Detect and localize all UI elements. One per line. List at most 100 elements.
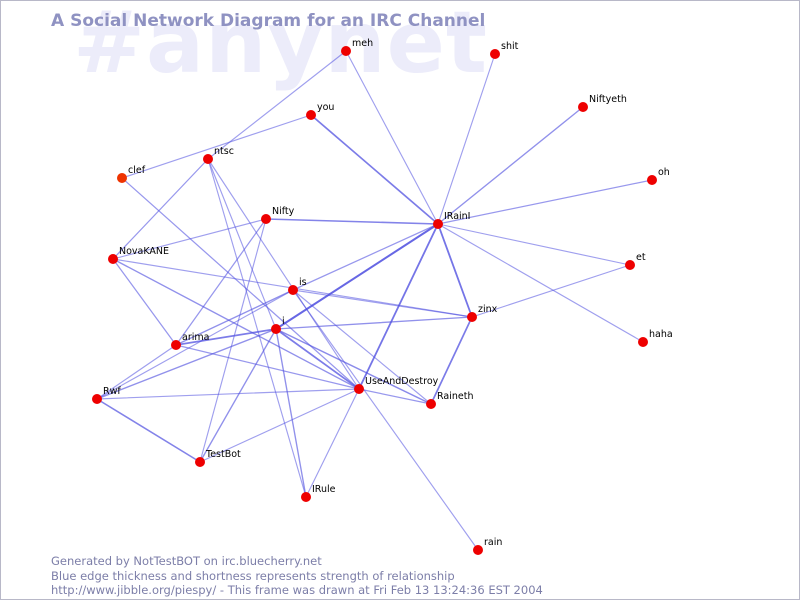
channel-watermark: #anynet (73, 0, 489, 93)
edge-zinx-i (275, 316, 473, 330)
edge-is-Rwf (96, 289, 294, 400)
edge-ntsc-IRule (207, 158, 307, 498)
edge-IRainI-i (274, 222, 440, 331)
edge-i-Rwf (96, 328, 277, 400)
footer-generator: Generated by NotTestBOT on irc.bluecherr… (51, 554, 322, 568)
edge-IRainI-zinx (437, 223, 473, 318)
node-marker (301, 492, 311, 502)
edge-is-Raineth (292, 289, 432, 405)
node-shit: shit (490, 41, 519, 59)
node-marker (203, 154, 213, 164)
edge-IRainI-shit (437, 53, 496, 225)
node-label: TestBot (205, 449, 241, 460)
node-label: Rwf (103, 386, 121, 397)
node-marker (261, 214, 271, 224)
edge-Rwf-TestBot (96, 398, 201, 463)
node-label: Niftyeth (589, 94, 627, 105)
node-Nifty: Nifty (261, 206, 295, 224)
node-marker (92, 394, 102, 404)
node-UseAndDestroy: UseAndDestroy (354, 376, 439, 394)
edge-is-arima (175, 289, 294, 346)
edge-Nifty-NovaKANE (112, 218, 267, 260)
edge-UseAndDestroy-Raineth (358, 388, 432, 405)
node-marker (473, 545, 483, 555)
node-marker (306, 110, 316, 120)
node-label: ntsc (214, 146, 234, 157)
edge-IRainI-haha (437, 223, 644, 343)
edge-ntsc-NovaKANE (112, 158, 209, 260)
node-is: is (288, 277, 307, 295)
node-marker (647, 175, 657, 185)
footer-legend-note: Blue edge thickness and shortness repres… (51, 568, 455, 583)
edge-IRainI-et (437, 223, 631, 266)
node-arima: arima (171, 332, 209, 350)
node-label: Raineth (437, 391, 473, 402)
node-marker (625, 260, 635, 270)
node-marker (195, 457, 205, 467)
edge-NovaKANE-arima (112, 258, 177, 346)
edge-i-arima (175, 328, 277, 346)
node-marker (490, 49, 500, 59)
footer-credit: http://www.jibble.org/piespy/ - This fra… (51, 583, 543, 597)
node-label: et (636, 252, 646, 263)
node-IRainI: IRainI (433, 211, 470, 229)
edge-IRainI-UseAndDestroy (358, 223, 439, 390)
edge-zinx-et (471, 264, 631, 318)
node-Raineth: Raineth (426, 391, 473, 409)
edge-i-Raineth (275, 328, 432, 405)
edge-UseAndDestroy-IRule (305, 388, 360, 498)
node-marker (117, 173, 127, 183)
node-marker (638, 337, 648, 347)
edge-you-clef (121, 114, 312, 179)
edge-is-rain (292, 289, 479, 551)
node-i: i (271, 316, 285, 334)
edge-NovaKANE-UseAndDestroy (112, 258, 360, 390)
node-label: oh (658, 167, 670, 178)
node-oh: oh (647, 167, 670, 185)
edge-arima-Rwf (96, 344, 177, 400)
footer: Generated by NotTestBOT on irc.bluecherr… (51, 554, 543, 598)
node-rain: rain (473, 537, 502, 555)
node-marker (288, 285, 298, 295)
edge-IRainI-is (292, 223, 439, 291)
node-haha: haha (638, 329, 673, 347)
node-label: clef (128, 165, 146, 176)
node-marker (467, 312, 477, 322)
edge-Nifty-arima (175, 218, 267, 346)
node-label: IRule (312, 484, 336, 495)
node-label: Nifty (272, 206, 295, 217)
edge-clef-UseAndDestroy (121, 177, 360, 390)
node-marker (271, 324, 281, 334)
edge-layer (96, 50, 653, 551)
node-you: you (306, 102, 334, 120)
edge-arima-UseAndDestroy (175, 344, 360, 390)
node-marker (433, 219, 443, 229)
edge-Nifty-TestBot (199, 218, 267, 463)
node-label: rain (484, 537, 502, 548)
node-clef: clef (117, 165, 146, 183)
node-marker (171, 340, 181, 350)
diagram-title: A Social Network Diagram for an IRC Chan… (51, 11, 486, 31)
edge-i-TestBot (199, 328, 277, 463)
node-Niftyeth: Niftyeth (578, 94, 627, 112)
edge-zinx-Raineth (430, 316, 473, 405)
node-zinx: zinx (467, 304, 498, 322)
edge-IRainI-Nifty (265, 218, 439, 225)
edge-Rwf-UseAndDestroy (96, 388, 360, 400)
node-marker (578, 102, 588, 112)
node-label: haha (649, 329, 673, 340)
node-label: is (299, 277, 307, 288)
node-label: arima (182, 332, 209, 343)
node-et: et (625, 252, 646, 270)
node-IRule: IRule (301, 484, 336, 502)
edge-IRainI-oh (437, 179, 653, 225)
edge-IRainI-you (310, 114, 439, 225)
edge-IRainI-meh (345, 50, 439, 225)
node-marker (354, 384, 364, 394)
node-label: zinx (478, 304, 498, 315)
node-label: shit (501, 41, 519, 52)
node-label: you (317, 102, 334, 113)
node-label: UseAndDestroy (365, 376, 439, 387)
edge-TestBot-UseAndDestroy (199, 388, 360, 463)
